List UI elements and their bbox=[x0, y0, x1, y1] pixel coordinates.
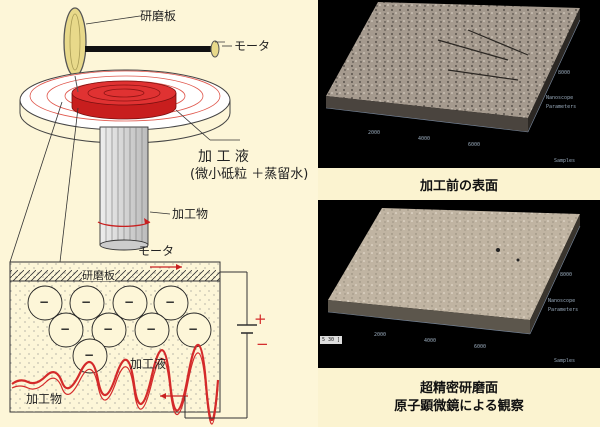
afm-photos: Nanoscope Parameters Samples 2000 4000 6… bbox=[318, 0, 600, 427]
axis-label: Parameters bbox=[548, 307, 579, 313]
drive-shaft bbox=[99, 126, 149, 251]
workpiece-surface bbox=[11, 343, 220, 421]
label-polishing-plate: 研磨板 bbox=[140, 9, 177, 23]
axis-label: 8000 bbox=[560, 272, 573, 278]
workpiece-disc bbox=[71, 80, 177, 120]
apparatus-drawing bbox=[9, 7, 257, 425]
label-cs-plate: 研磨板 bbox=[82, 269, 115, 282]
rotation-arrow bbox=[97, 221, 151, 228]
axis-label: Samples bbox=[554, 158, 576, 164]
particle-charge: − bbox=[60, 322, 71, 336]
particle-charge: − bbox=[103, 322, 114, 336]
axis-label: Parameters bbox=[546, 104, 577, 110]
caption-after-line2: 原子顕微鏡による観察 bbox=[394, 398, 524, 414]
cross-section-box bbox=[9, 261, 221, 425]
axis-label: 2000 bbox=[368, 130, 381, 136]
label-processing-fluid: 加 工 液 bbox=[198, 149, 249, 165]
axis-label: 6000 bbox=[474, 344, 487, 350]
axis-label: 4000 bbox=[418, 136, 431, 142]
label-fluid-composition: (微小砥粒 ＋蒸留水) bbox=[190, 167, 309, 182]
axis-label: Nanoscope bbox=[546, 95, 574, 101]
axis-label: 2000 bbox=[374, 332, 387, 338]
caption-before: 加工前の表面 bbox=[419, 179, 498, 194]
particle-charge: − bbox=[188, 322, 199, 336]
abrasive-particles bbox=[27, 285, 212, 374]
label-motor-bottom: モータ bbox=[138, 244, 175, 258]
particle-charge: − bbox=[124, 295, 135, 309]
power-circuit bbox=[184, 271, 257, 419]
axis-label: 6000 bbox=[468, 142, 481, 148]
photo-stamp: 5 30 ] bbox=[320, 336, 343, 344]
apparatus-diagram: 研磨板 モータ 加 工 液 (微小砥粒 ＋蒸留水) 加工物 モータ 研磨板 加工… bbox=[9, 7, 309, 425]
particle-charge: − bbox=[84, 348, 95, 362]
polarity-positive: + bbox=[254, 310, 267, 328]
label-motor-top: モータ bbox=[234, 39, 271, 53]
particle-charge: − bbox=[165, 295, 176, 309]
photo-after-polishing: 5 30 ] Nanoscope Parameters Samples 2000… bbox=[318, 200, 600, 368]
photo-before-processing: Nanoscope Parameters Samples 2000 4000 6… bbox=[318, 0, 600, 168]
axis-label: Nanoscope bbox=[548, 298, 576, 304]
particle-charge: − bbox=[81, 295, 92, 309]
particle-charge: − bbox=[146, 322, 157, 336]
polishing-wheel bbox=[63, 7, 87, 77]
axis-label: 4000 bbox=[424, 338, 437, 344]
axis-label: Samples bbox=[554, 358, 576, 364]
polarity-negative: − bbox=[256, 335, 269, 353]
motor-shaft-bar bbox=[85, 46, 215, 52]
label-workpiece: 加工物 bbox=[172, 207, 209, 221]
caption-after: 超精密研磨面 原子顕微鏡による観察 bbox=[318, 380, 600, 415]
axis-label: 8000 bbox=[558, 70, 571, 76]
label-cs-workpiece: 加工物 bbox=[26, 392, 63, 406]
caption-after-line1: 超精密研磨面 bbox=[419, 381, 498, 396]
cross-section-plate bbox=[10, 270, 220, 281]
label-cs-fluid: 加工液 bbox=[130, 357, 167, 371]
particle-charge: − bbox=[39, 295, 50, 309]
